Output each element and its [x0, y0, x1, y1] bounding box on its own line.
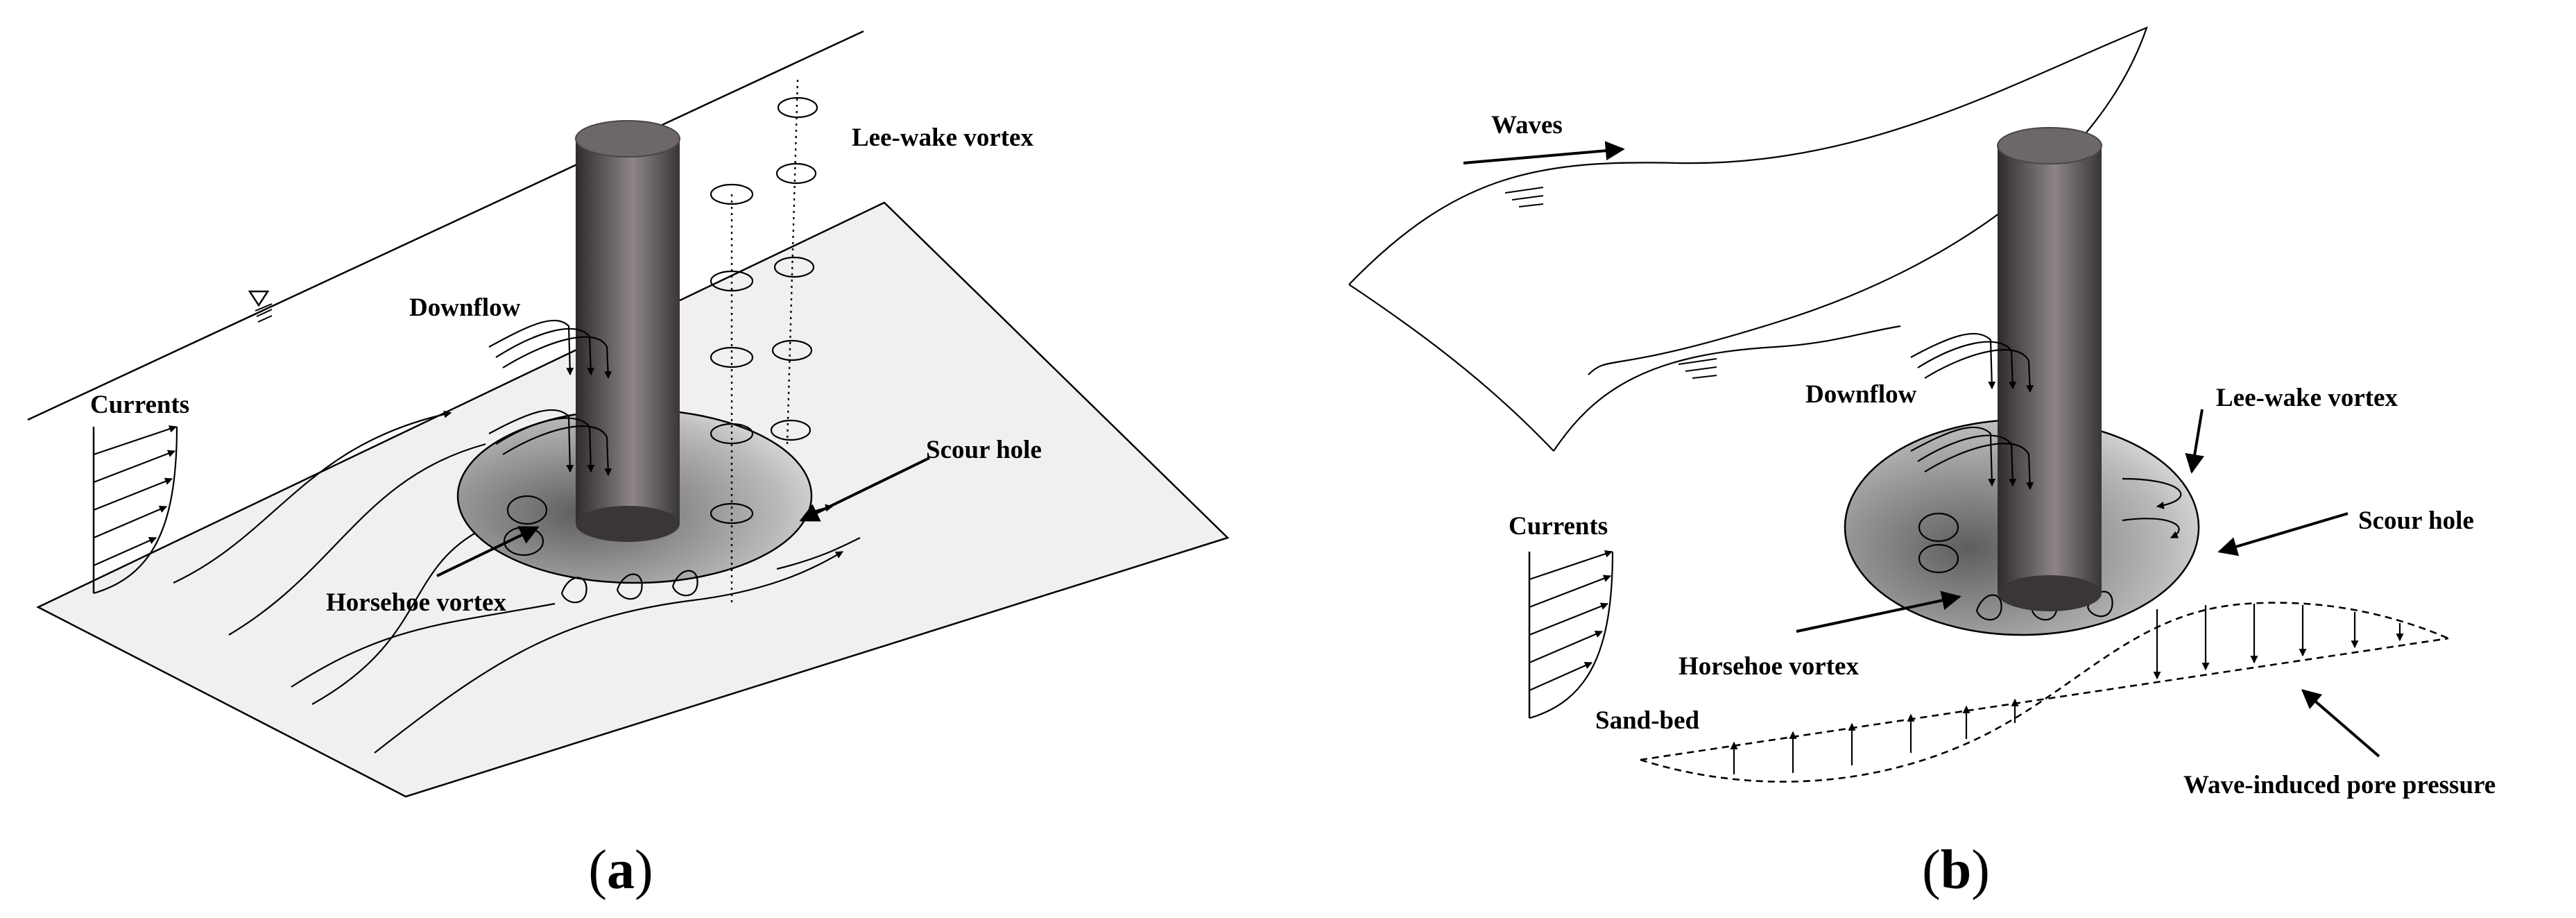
monopile-a	[575, 120, 680, 542]
caption-b: (b)	[1922, 840, 1990, 901]
scour-hole-pointer-a	[799, 457, 930, 522]
current-profile-a	[92, 425, 178, 595]
label-currents-a: Currents	[90, 391, 189, 419]
panel-b: Waves Downflow Lee-wake vortex Currents …	[1348, 26, 2496, 901]
horseshoe-vortex-pointer-b	[1796, 590, 1961, 633]
waves-direction-arrow	[1463, 141, 1625, 164]
label-waves-b: Waves	[1491, 111, 1563, 139]
current-profile-b	[1528, 550, 1614, 720]
wave-surface	[1349, 28, 2147, 451]
horseshoe-vortex-pointer-a	[436, 526, 540, 577]
lee-wake-pointer-b	[2185, 409, 2204, 474]
label-downflow-b: Downflow	[1805, 380, 1917, 409]
lee-wake-vortex-street-a	[710, 79, 818, 604]
wave-level-marks	[1504, 187, 1717, 379]
water-surface-line	[27, 30, 864, 421]
label-scour-hole-b: Scour hole	[2358, 507, 2474, 535]
downflow-arrows-a	[488, 319, 612, 477]
lee-wake-swirl-2	[2122, 518, 2180, 538]
panel-a: Lee-wake vortex Downflow Currents Scour …	[27, 30, 1230, 901]
scour-hole-pointer-b	[2217, 512, 2349, 556]
label-lee-wake-vortex-a: Lee-wake vortex	[852, 124, 1033, 152]
pore-pressure-pointer-b	[2301, 689, 2380, 758]
downflow-arrows-b	[1910, 332, 2034, 491]
wave-surface-outline	[1348, 26, 2148, 375]
label-lee-wake-vortex-b: Lee-wake vortex	[2216, 384, 2398, 412]
label-pore-pressure-b: Wave-induced pore pressure	[2183, 771, 2496, 799]
label-downflow-a: Downflow	[409, 294, 521, 322]
horseshoe-vortex-loops	[503, 495, 698, 604]
lee-wake-swirl-1	[2122, 477, 2182, 509]
monopile-b	[1997, 127, 2102, 611]
label-horseshoe-vortex-a: Horsehoe vortex	[326, 588, 506, 617]
caption-a: (a)	[588, 840, 653, 901]
label-sand-bed-b: Sand-bed	[1595, 706, 1700, 735]
water-level-symbol	[248, 290, 273, 323]
label-scour-hole-a: Scour hole	[926, 436, 1042, 464]
pore-pressure-distribution	[1640, 602, 2449, 783]
label-horseshoe-vortex-b: Horsehoe vortex	[1678, 652, 1859, 681]
label-currents-b: Currents	[1509, 512, 1608, 541]
